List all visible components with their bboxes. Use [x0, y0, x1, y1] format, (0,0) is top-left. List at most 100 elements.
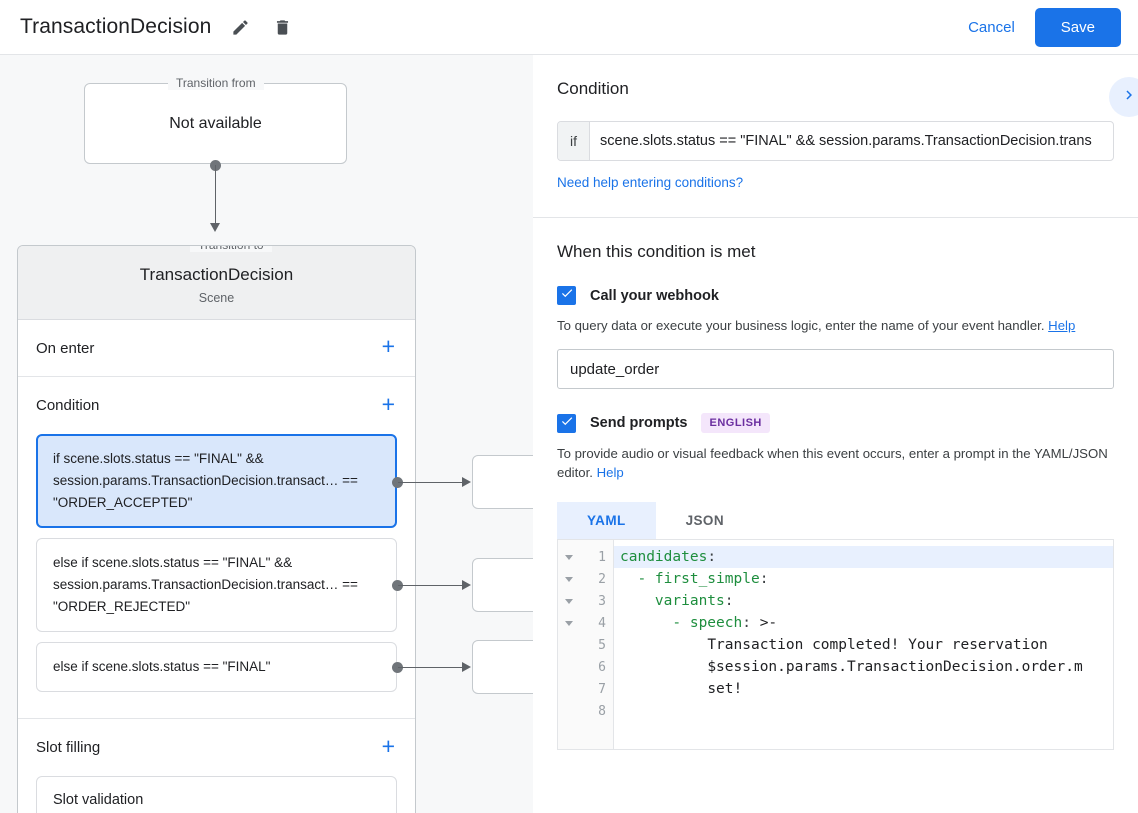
section-on-enter: On enter +: [18, 320, 415, 377]
line-number: 7: [598, 681, 606, 697]
line-number: 4: [598, 615, 606, 631]
prompt-code-editor[interactable]: 1 2 3 4 5 6 7 8 candidates: - first_simp…: [557, 540, 1114, 750]
slot-filling-section: Slot filling + Slot validation: [18, 718, 415, 813]
condition-item-1[interactable]: else if scene.slots.status == "FINAL" &&…: [36, 538, 397, 632]
webhook-help-link[interactable]: Help: [1048, 318, 1076, 333]
scene-header: TransactionDecision Scene: [18, 246, 415, 320]
send-prompts-checkbox[interactable]: [557, 413, 576, 433]
call-webhook-checkbox[interactable]: [557, 286, 576, 305]
trash-icon: [273, 18, 292, 37]
scene-name: TransactionDecision: [139, 265, 294, 284]
gutter-row: 5: [558, 634, 613, 656]
condition-item-2[interactable]: else if scene.slots.status == "FINAL": [36, 642, 397, 692]
condition-if-field[interactable]: if scene.slots.status == "FINAL" && sess…: [557, 121, 1114, 161]
condition-details-panel: Condition if scene.slots.status == "FINA…: [533, 55, 1138, 813]
fold-toggle-icon[interactable]: [558, 576, 580, 582]
condition-expression-input[interactable]: scene.slots.status == "FINAL" && session…: [600, 133, 1092, 149]
section-on-enter-label: On enter: [36, 339, 95, 357]
gutter-row: 1: [558, 546, 613, 568]
scene-card: Transition to TransactionDecision Scene …: [17, 245, 416, 813]
condition-connector-arrow-0: [462, 477, 471, 487]
prompts-help-link[interactable]: Help: [596, 465, 624, 480]
gutter-row: 3: [558, 590, 613, 612]
condition-connector-dot-1: [392, 580, 403, 591]
cancel-button[interactable]: Cancel: [954, 10, 1029, 45]
check-icon: [560, 286, 574, 305]
condition-connector-dot-0: [392, 477, 403, 488]
language-badge: ENGLISH: [701, 413, 770, 433]
connector-arrow-down: [210, 223, 220, 232]
code-line-5: Transaction completed! Your reservation: [707, 637, 1048, 653]
section-condition-label: Condition: [36, 397, 100, 414]
when-condition-met-section: When this condition is met Call your web…: [533, 218, 1138, 750]
gutter-row: 8: [558, 700, 613, 722]
scene-subtitle: Scene: [198, 291, 235, 305]
tab-json[interactable]: JSON: [685, 513, 724, 528]
expand-panel-button[interactable]: [1109, 77, 1138, 117]
connector-line-vertical: [214, 165, 217, 225]
panel-divider: [533, 217, 1138, 218]
transition-from-card: Transition from Not available: [84, 76, 347, 164]
gutter-row: 6: [558, 656, 613, 678]
scene-graph-canvas[interactable]: Transition from Not available Transition…: [0, 55, 533, 813]
fold-toggle-icon[interactable]: [558, 554, 580, 560]
condition-target-card-1[interactable]: [472, 558, 533, 612]
transition-to-legend: Transition to: [190, 246, 272, 252]
condition-connector-line-1: [398, 584, 466, 587]
gutter-row: 7: [558, 678, 613, 700]
code-line-3: variants:: [654, 593, 734, 609]
add-slot-filling-button[interactable]: +: [381, 732, 395, 759]
delete-button[interactable]: [265, 10, 299, 44]
transition-from-value: Not available: [169, 114, 262, 132]
condition-connector-line-0: [398, 481, 466, 484]
fold-toggle-icon[interactable]: [558, 620, 580, 626]
editor-gutter: 1 2 3 4 5 6 7 8: [558, 540, 614, 749]
condition-connector-dot-2: [392, 662, 403, 673]
line-number: 5: [598, 637, 606, 653]
edit-name-button[interactable]: [223, 10, 257, 44]
send-prompts-row: Send prompts ENGLISH: [557, 413, 1114, 433]
need-help-conditions-link[interactable]: Need help entering conditions?: [557, 175, 744, 190]
line-number: 2: [598, 571, 606, 587]
gutter-row: 4: [558, 612, 613, 634]
tab-yaml[interactable]: YAML: [557, 502, 656, 539]
check-icon: [560, 414, 574, 433]
editor-format-tabs: YAML JSON: [557, 502, 1114, 540]
code-line-7: set!: [707, 681, 743, 697]
line-number: 8: [598, 703, 606, 719]
pencil-icon: [231, 18, 250, 37]
condition-connector-arrow-2: [462, 662, 471, 672]
save-button[interactable]: Save: [1034, 7, 1121, 47]
editor-code-area[interactable]: candidates: - first_simple: variants: - …: [614, 540, 1113, 749]
code-line-4: - speech: >-: [672, 615, 778, 631]
fold-toggle-icon[interactable]: [558, 598, 580, 604]
slot-validation-card[interactable]: Slot validation: [36, 776, 397, 813]
line-number: 3: [598, 593, 606, 609]
add-condition-button[interactable]: +: [381, 390, 395, 417]
line-number: 1: [598, 549, 606, 565]
code-line-1: candidates:: [614, 546, 1113, 568]
section-slot-filling: Slot filling +: [36, 719, 397, 776]
section-condition: Condition +: [18, 377, 415, 434]
transition-from-legend: Transition from: [168, 76, 264, 90]
call-webhook-label: Call your webhook: [590, 287, 719, 304]
section-slot-filling-label: Slot filling: [36, 739, 101, 756]
if-prefix-label: if: [558, 122, 590, 160]
condition-connector-arrow-1: [462, 580, 471, 590]
code-line-8: [614, 700, 1113, 722]
webhook-handler-input[interactable]: [557, 349, 1114, 389]
condition-target-card-2[interactable]: [472, 640, 533, 694]
chevron-right-icon: [1120, 86, 1138, 109]
condition-connector-line-2: [398, 666, 466, 669]
add-on-enter-button[interactable]: +: [381, 333, 395, 359]
condition-list: if scene.slots.status == "FINAL" && sess…: [18, 434, 415, 718]
webhook-helper-text: To query data or execute your business l…: [557, 316, 1114, 335]
panel-title: Condition: [557, 79, 629, 98]
page-title: TransactionDecision: [20, 15, 212, 38]
condition-target-card-0[interactable]: [472, 455, 533, 509]
prompts-helper-text: To provide audio or visual feedback when…: [557, 444, 1114, 482]
condition-section: Condition if scene.slots.status == "FINA…: [533, 55, 1138, 192]
condition-item-0[interactable]: if scene.slots.status == "FINAL" && sess…: [36, 434, 397, 528]
prompts-helper-body: To provide audio or visual feedback when…: [557, 446, 1108, 480]
line-number: 6: [598, 659, 606, 675]
